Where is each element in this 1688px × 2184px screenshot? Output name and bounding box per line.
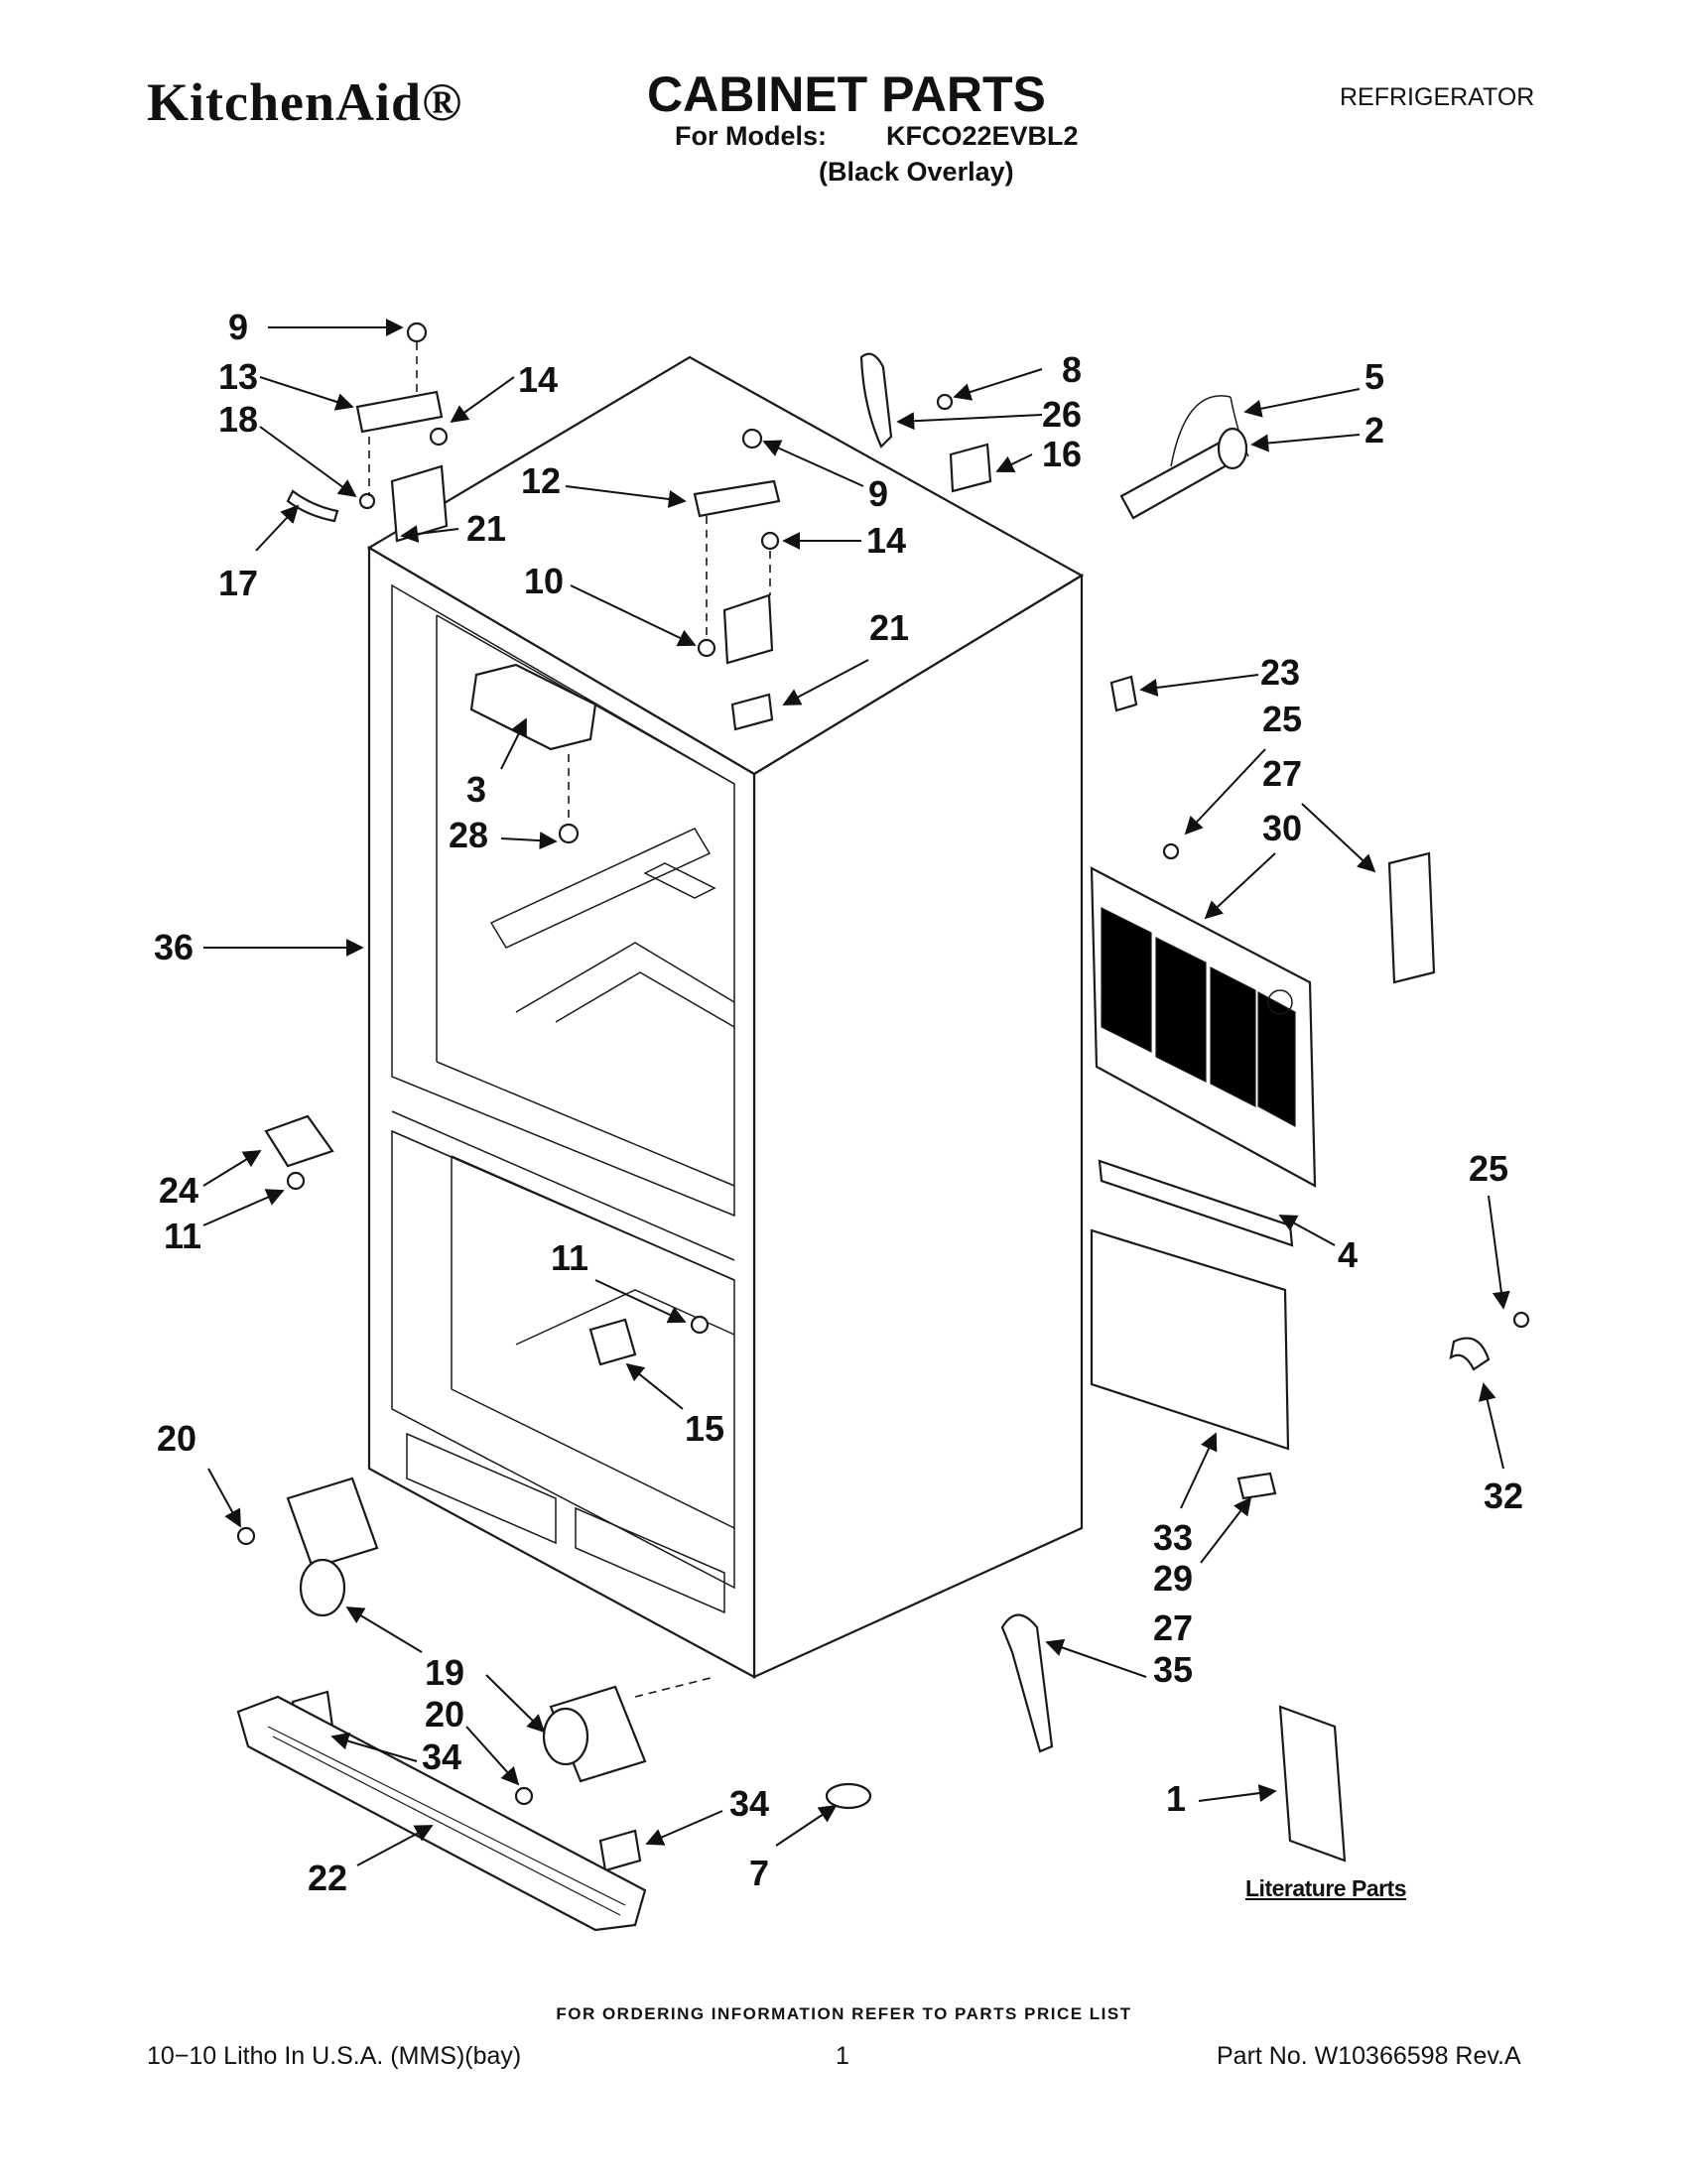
callout-13: 13 xyxy=(218,356,258,397)
callout-21: 21 xyxy=(466,508,506,549)
callout-24: 24 xyxy=(159,1170,198,1211)
callout-16: 16 xyxy=(1042,434,1082,474)
rear-access-panel xyxy=(1090,866,1317,1188)
screw-part xyxy=(1162,842,1180,860)
page-number: 1 xyxy=(836,2042,849,2070)
callout-32: 32 xyxy=(1484,1476,1523,1516)
wrench-part xyxy=(1000,1613,1054,1753)
callout-34: 34 xyxy=(422,1736,461,1777)
model-variant: (Black Overlay) xyxy=(819,157,1014,187)
callout-34: 34 xyxy=(729,1783,769,1824)
callout-5: 5 xyxy=(1364,356,1384,397)
callout-20: 20 xyxy=(157,1418,196,1459)
part-number: Part No. W10366598 Rev.A xyxy=(1217,2042,1521,2070)
brand-logo: KitchenAid® xyxy=(147,72,463,132)
callout-30: 30 xyxy=(1262,808,1302,848)
ordering-note: FOR ORDERING INFORMATION REFER TO PARTS … xyxy=(556,2004,1132,2023)
screw-part xyxy=(1512,1311,1530,1329)
product-category: REFRIGERATOR xyxy=(1340,83,1535,111)
bracket-part xyxy=(264,1114,334,1168)
callout-25: 25 xyxy=(1262,699,1302,739)
callout-7: 7 xyxy=(749,1853,769,1893)
bracket-part xyxy=(1387,851,1436,984)
models-label: For Models: xyxy=(675,121,827,151)
callout-18: 18 xyxy=(218,399,258,440)
bracket-part xyxy=(588,1318,637,1366)
tube-clamp xyxy=(1449,1337,1491,1371)
callout-27: 27 xyxy=(1153,1607,1193,1648)
front-roller-left xyxy=(236,1477,379,1738)
callout-14: 14 xyxy=(518,359,558,400)
model-number: KFCO22EVBL2 xyxy=(886,121,1079,151)
hinge-cover xyxy=(286,489,339,523)
callout-20: 20 xyxy=(425,1694,464,1734)
plug-part xyxy=(825,1782,872,1810)
callout-23: 23 xyxy=(1260,652,1300,693)
callout-28: 28 xyxy=(449,815,488,855)
screw-part xyxy=(286,1171,306,1191)
callout-22: 22 xyxy=(308,1858,347,1898)
callout-25: 25 xyxy=(1469,1148,1508,1189)
page-title: CABINET PARTS xyxy=(647,66,1046,122)
literature-parts-label: Literature Parts xyxy=(1245,1875,1407,1901)
clip-part xyxy=(1236,1472,1277,1500)
callout-8: 8 xyxy=(1062,349,1082,390)
callout-9: 9 xyxy=(868,473,888,514)
callout-33: 33 xyxy=(1153,1517,1193,1558)
cabinet-shell xyxy=(366,355,1085,1679)
callout-26: 26 xyxy=(1042,394,1082,435)
control-housing xyxy=(469,663,597,844)
callout-15: 15 xyxy=(685,1408,724,1449)
clip-part xyxy=(1109,675,1138,712)
callouts: 9 13 14 18 17 21 12 9 14 10 21 8 26 16 5… xyxy=(154,307,1523,1898)
callout-27: 27 xyxy=(1262,753,1302,794)
callout-10: 10 xyxy=(524,561,564,601)
lower-cover-panel xyxy=(1090,1228,1290,1451)
front-roller-right xyxy=(514,1676,715,1872)
literature-booklet xyxy=(1278,1705,1347,1863)
callout-2: 2 xyxy=(1364,410,1384,450)
callout-17: 17 xyxy=(218,563,258,603)
callout-1: 1 xyxy=(1166,1778,1186,1819)
callout-3: 3 xyxy=(466,769,486,810)
callout-21: 21 xyxy=(869,607,909,648)
callout-9: 9 xyxy=(228,307,248,347)
gasket-strip xyxy=(1098,1159,1294,1247)
callout-11: 11 xyxy=(551,1237,588,1278)
litho-note: 10−10 Litho In U.S.A. (MMS)(bay) xyxy=(147,2042,522,2070)
upper-left-hinge xyxy=(355,321,449,543)
callout-12: 12 xyxy=(521,460,561,501)
center-hinge xyxy=(693,428,781,731)
callout-36: 36 xyxy=(154,927,194,967)
callout-11: 11 xyxy=(164,1216,201,1256)
callout-29: 29 xyxy=(1153,1558,1193,1599)
callout-35: 35 xyxy=(1153,1649,1193,1690)
callout-14: 14 xyxy=(866,520,906,561)
callout-4: 4 xyxy=(1338,1234,1358,1275)
base-grille xyxy=(236,1695,647,1932)
top-right-parts xyxy=(859,352,1249,520)
screw-part xyxy=(690,1315,710,1335)
callout-19: 19 xyxy=(425,1652,464,1693)
